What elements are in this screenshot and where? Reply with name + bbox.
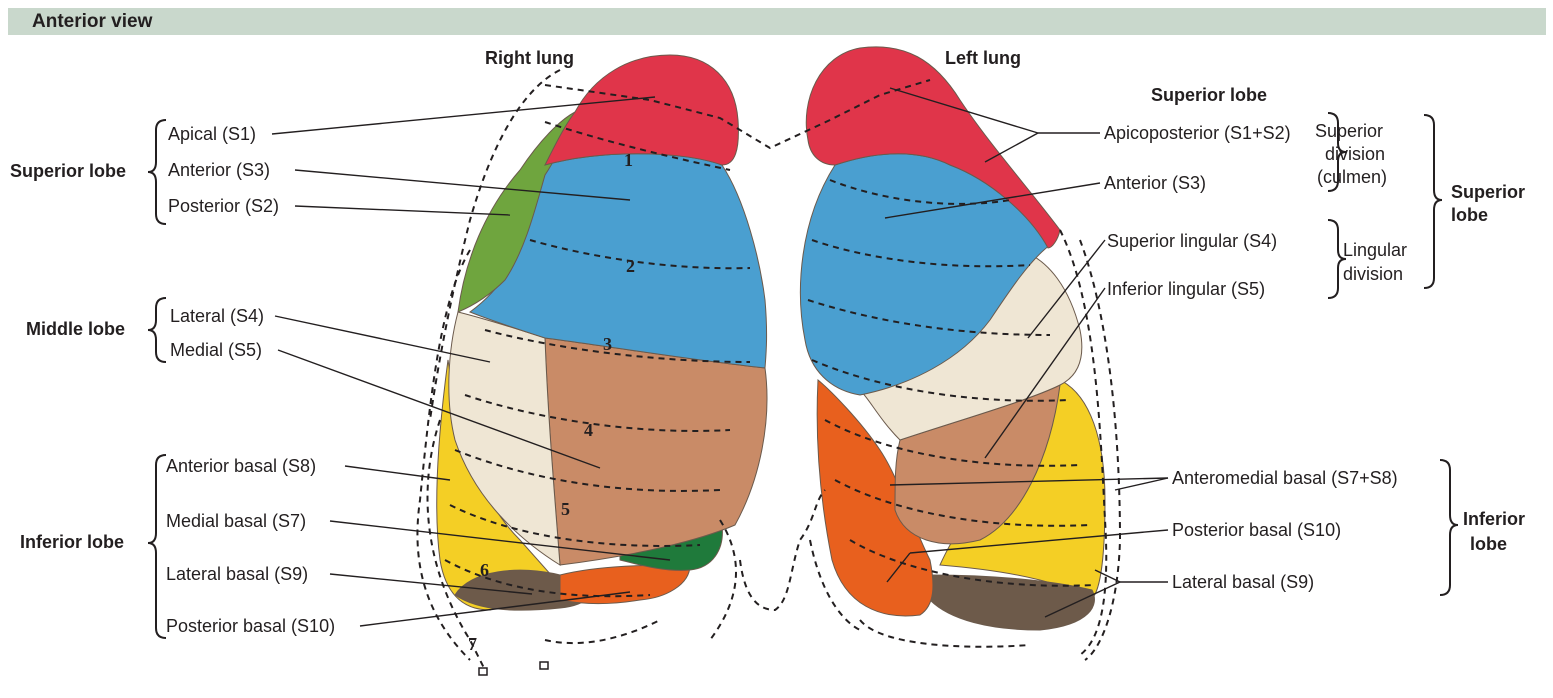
right-posterior-region xyxy=(457,110,576,313)
lingular-division-brace xyxy=(1327,219,1347,299)
label-lateral-s4: Lateral (S4) xyxy=(170,306,264,326)
left-superior-lobe-heading: Superior lobe xyxy=(1151,85,1267,105)
label-superior-lingular-s4: Superior lingular (S4) xyxy=(1107,231,1277,251)
left-superior-lobe-side-label: lobe xyxy=(1451,205,1488,225)
right-middle-lobe-label: Middle lobe xyxy=(26,319,125,339)
rib-number: 5 xyxy=(561,499,570,519)
right-leader-lines xyxy=(271,96,671,627)
label-apical-s1: Apical (S1) xyxy=(168,124,256,144)
header-bar: Anterior view xyxy=(8,8,1546,35)
right-lateral-basal-region xyxy=(559,564,691,605)
label-posterior-basal-s10-right: Posterior basal (S10) xyxy=(166,616,335,636)
left-inferior-lobe-brace xyxy=(1439,459,1459,596)
right-superior-lobe-label: Superior lobe xyxy=(10,161,126,181)
rib-anchor-marker xyxy=(539,661,549,670)
rib-number: 6 xyxy=(480,560,489,580)
label-medial-basal-s7: Medial basal (S7) xyxy=(166,511,306,531)
rib-number: 4 xyxy=(584,420,593,440)
label-anterior-basal-s8: Anterior basal (S8) xyxy=(166,456,316,476)
right-lung xyxy=(436,54,768,611)
right-inferior-brace xyxy=(147,454,167,639)
view-title: Anterior view xyxy=(32,11,153,32)
right-lung-title: Right lung xyxy=(485,48,574,68)
label-posterior-basal-s10-left: Posterior basal (S10) xyxy=(1172,520,1341,540)
rib-number: 3 xyxy=(603,334,612,354)
left-lung xyxy=(799,46,1106,631)
left-lateral-basal-region xyxy=(816,378,934,617)
label-inferior-lingular-s5: Inferior lingular (S5) xyxy=(1107,279,1265,299)
label-anteromedial-basal-s7s8: Anteromedial basal (S7+S8) xyxy=(1172,468,1398,488)
right-superior-brace xyxy=(147,119,167,225)
rib-number: 7 xyxy=(468,634,477,654)
left-leader-lines xyxy=(884,87,1169,618)
rib-number: 2 xyxy=(626,256,635,276)
label-apicoposterior-s1s2: Apicoposterior (S1+S2) xyxy=(1104,123,1291,143)
rib-number: 1 xyxy=(624,150,633,170)
left-superior-lobe-side-label: Superior xyxy=(1451,182,1525,202)
label-posterior-s2: Posterior (S2) xyxy=(168,196,279,216)
label-lateral-basal-s9-left: Lateral basal (S9) xyxy=(1172,572,1314,592)
superior-division-label: Superior xyxy=(1315,121,1383,141)
label-medial-s5: Medial (S5) xyxy=(170,340,262,360)
right-medial-middle-region xyxy=(544,337,768,566)
superior-division-label: (culmen) xyxy=(1317,167,1387,187)
label-anterior-s3-right: Anterior (S3) xyxy=(168,160,270,180)
superior-division-label: division xyxy=(1325,144,1385,164)
lingular-division-label: division xyxy=(1343,264,1403,284)
left-lung-title: Left lung xyxy=(945,48,1021,68)
label-lateral-basal-s9-right: Lateral basal (S9) xyxy=(166,564,308,584)
left-inferior-lobe-label: Inferior xyxy=(1463,509,1525,529)
left-posterior-basal-region xyxy=(929,574,1095,631)
left-superior-lobe-brace xyxy=(1423,114,1443,289)
label-anterior-s3-left: Anterior (S3) xyxy=(1104,173,1206,193)
lingular-division-label: Lingular xyxy=(1343,240,1407,260)
rib-anchor-marker xyxy=(478,667,488,676)
rib-dashed-lines xyxy=(416,69,1122,671)
right-apical-region xyxy=(544,54,739,166)
right-inferior-lobe-label: Inferior lobe xyxy=(20,532,124,552)
left-apicoposterior-region xyxy=(805,46,1061,249)
superior-division-brace xyxy=(1327,112,1347,192)
right-middle-brace xyxy=(147,297,167,363)
left-inferior-lobe-label: lobe xyxy=(1470,534,1507,554)
